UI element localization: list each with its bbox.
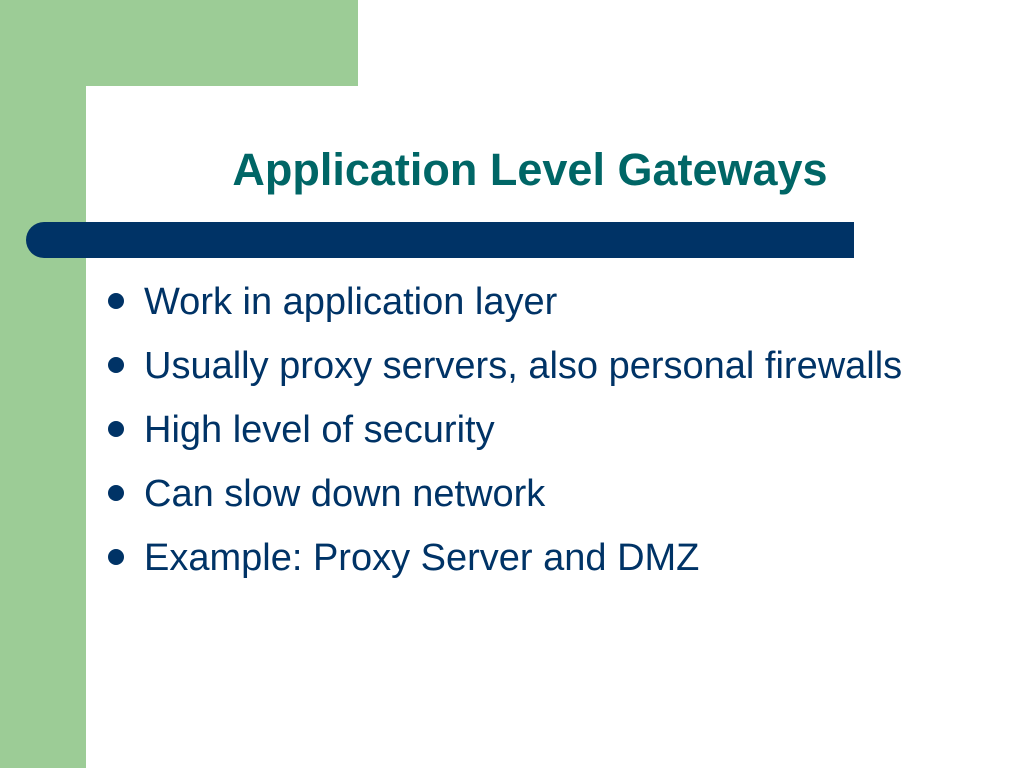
slide-title: Application Level Gateways <box>232 144 828 195</box>
green-side-bar <box>0 0 86 768</box>
bullet-dot-icon <box>108 357 124 373</box>
bullet-item: High level of security <box>104 404 924 456</box>
bullet-item: Usually proxy servers, also personal fir… <box>104 340 924 392</box>
bullet-item: Can slow down network <box>104 468 924 520</box>
bullet-item: Work in application layer <box>104 276 924 328</box>
bullet-dot-icon <box>108 421 124 437</box>
bullet-dot-icon <box>108 549 124 565</box>
green-top-block <box>0 0 358 86</box>
title-underline-bar <box>26 222 854 258</box>
bullet-text: Example: Proxy Server and DMZ <box>144 537 700 579</box>
bullet-text: Usually proxy servers, also personal fir… <box>144 345 903 387</box>
bullet-text: High level of security <box>144 409 495 451</box>
bullet-list: Work in application layer Usually proxy … <box>104 276 924 596</box>
rounded-corner <box>86 86 146 146</box>
bullet-text: Can slow down network <box>144 473 546 515</box>
bullet-item: Example: Proxy Server and DMZ <box>104 532 924 584</box>
bullet-dot-icon <box>108 485 124 501</box>
bullet-dot-icon <box>108 293 124 309</box>
bullet-text: Work in application layer <box>144 281 558 323</box>
